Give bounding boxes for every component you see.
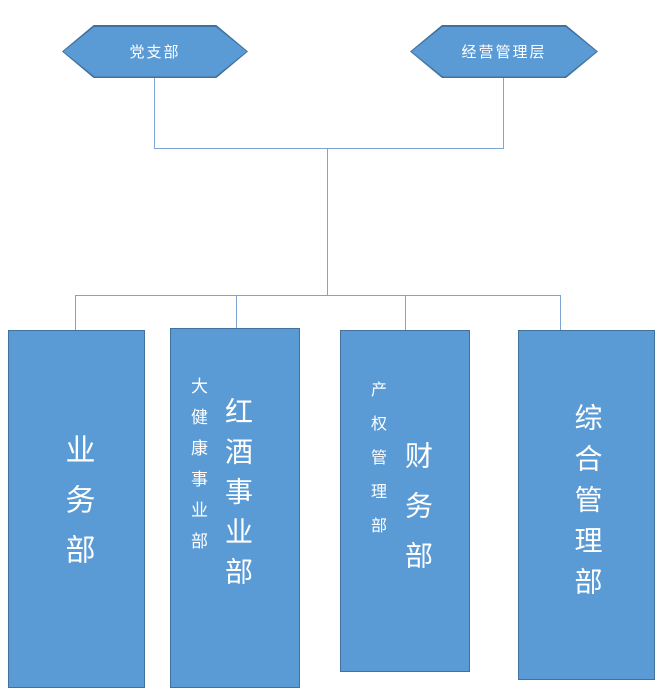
connector-line-trunk — [327, 148, 328, 295]
connector-line-party-drop — [154, 77, 155, 148]
connector-line-bottom-horizontal — [75, 295, 561, 296]
dept-property-secondary-label: 产权管理部 — [368, 381, 387, 551]
dept-business: 业务部 — [8, 330, 145, 688]
hexagon-management-label: 经营管理层 — [461, 43, 547, 61]
dept-finance-property: 产权管理部 财务部 — [340, 330, 470, 672]
dept-finance-primary-label: 财务部 — [401, 441, 434, 591]
dept-health-secondary-label: 大健康事业部 — [187, 377, 207, 563]
connector-line-dept3-drop — [405, 295, 406, 331]
dept-general-management-label: 综合管理部 — [570, 402, 604, 608]
hexagon-management: 经营管理层 — [410, 25, 598, 78]
connector-line-dept1-drop — [75, 295, 76, 331]
hexagon-management-fill — [411, 26, 597, 77]
dept-general-management: 综合管理部 — [518, 330, 655, 680]
dept-wine-health: 大健康事业部 红酒事业部 — [170, 328, 300, 688]
hexagon-party-branch-fill — [63, 26, 247, 77]
connector-line-dept4-drop — [560, 295, 561, 331]
connector-line-dept2-drop — [236, 295, 237, 329]
hexagon-party-branch: 党支部 — [62, 25, 248, 78]
hexagon-party-branch-label: 党支部 — [129, 43, 181, 61]
dept-wine-primary-label: 红酒事业部 — [221, 397, 254, 597]
connector-line-top-horizontal — [154, 148, 504, 149]
dept-business-label: 业务部 — [59, 434, 95, 584]
connector-line-management-drop — [503, 77, 504, 148]
